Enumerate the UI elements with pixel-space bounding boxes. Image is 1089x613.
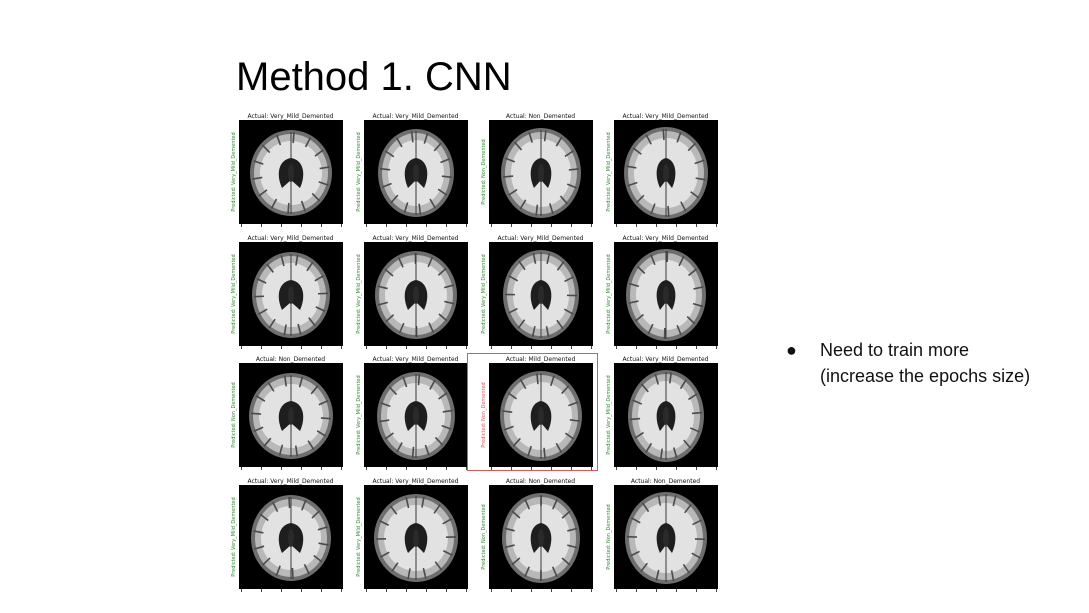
axis-ticks bbox=[364, 224, 468, 227]
brain-mri-image bbox=[489, 485, 593, 589]
brain-mri-image bbox=[364, 485, 468, 589]
axis-ticks bbox=[489, 589, 593, 592]
actual-label: Actual: Non_Demented bbox=[505, 478, 576, 485]
actual-label: Actual: Very_Mild_Demented bbox=[247, 113, 334, 120]
brain-mri-image bbox=[239, 242, 343, 346]
axis-ticks bbox=[239, 467, 343, 470]
actual-label: Actual: Very_Mild_Demented bbox=[372, 113, 459, 120]
axis-ticks bbox=[489, 224, 593, 227]
brain-mri-image bbox=[614, 485, 718, 589]
predicted-label: Predicted: Very_Mild_Demented bbox=[606, 375, 612, 455]
actual-label: Actual: Very_Mild_Demented bbox=[622, 235, 709, 242]
actual-label: Actual: Non_Demented bbox=[255, 356, 326, 363]
axis-ticks bbox=[364, 346, 468, 349]
brain-mri-image bbox=[239, 120, 343, 224]
predicted-label: Predicted: Very_Mild_Demented bbox=[356, 375, 362, 455]
brain-mri-image bbox=[364, 363, 468, 467]
predicted-label: Predicted: Very_Mild_Demented bbox=[231, 497, 237, 577]
actual-label: Actual: Very_Mild_Demented bbox=[497, 235, 584, 242]
predicted-label: Predicted: Non_Demented bbox=[481, 504, 487, 570]
actual-label: Actual: Very_Mild_Demented bbox=[372, 478, 459, 485]
brain-mri-image bbox=[364, 242, 468, 346]
predicted-label: Predicted: Non_Demented bbox=[231, 382, 237, 448]
predicted-label: Predicted: Non_Demented bbox=[606, 504, 612, 570]
predicted-label: Predicted: Very_Mild_Demented bbox=[231, 254, 237, 334]
predicted-label: Predicted: Very_Mild_Demented bbox=[356, 254, 362, 334]
bullet-line-2: (increase the epochs size) bbox=[820, 366, 1031, 386]
actual-label: Actual: Mild_Demented bbox=[505, 356, 576, 363]
actual-label: Actual: Very_Mild_Demented bbox=[247, 235, 334, 242]
predicted-label: Predicted: Non_Demented bbox=[481, 139, 487, 205]
predicted-label: Predicted: Very_Mild_Demented bbox=[231, 132, 237, 212]
brain-mri-image bbox=[239, 363, 343, 467]
axis-ticks bbox=[239, 589, 343, 592]
predicted-label: Predicted: Very_Mild_Demented bbox=[481, 254, 487, 334]
predicted-label: Predicted: Very_Mild_Demented bbox=[356, 132, 362, 212]
axis-ticks bbox=[489, 346, 593, 349]
predicted-label: Predicted: Very_Mild_Demented bbox=[356, 497, 362, 577]
brain-mri-image bbox=[614, 363, 718, 467]
axis-ticks bbox=[614, 346, 718, 349]
axis-ticks bbox=[614, 589, 718, 592]
bullet-line-1: Need to train more bbox=[820, 340, 970, 360]
brain-mri-image bbox=[364, 120, 468, 224]
slide-title: Method 1. CNN bbox=[236, 55, 512, 99]
misclassified-highlight-box bbox=[467, 353, 598, 471]
brain-mri-image bbox=[489, 120, 593, 224]
brain-mri-image bbox=[614, 242, 718, 346]
axis-ticks bbox=[614, 467, 718, 470]
actual-label: Actual: Very_Mild_Demented bbox=[372, 356, 459, 363]
brain-mri-image bbox=[489, 363, 593, 467]
actual-label: Actual: Very_Mild_Demented bbox=[622, 356, 709, 363]
actual-label: Actual: Very_Mild_Demented bbox=[372, 235, 459, 242]
actual-label: Actual: Very_Mild_Demented bbox=[622, 113, 709, 120]
axis-ticks bbox=[364, 589, 468, 592]
predicted-label: Predicted: Very_Mild_Demented bbox=[606, 132, 612, 212]
actual-label: Actual: Non_Demented bbox=[630, 478, 701, 485]
axis-ticks bbox=[489, 467, 593, 470]
axis-ticks bbox=[239, 224, 343, 227]
bullet-item: Need to train more (increase the epochs … bbox=[820, 337, 1030, 389]
axis-ticks bbox=[239, 346, 343, 349]
brain-mri-image bbox=[239, 485, 343, 589]
actual-label: Actual: Very_Mild_Demented bbox=[247, 478, 334, 485]
axis-ticks bbox=[364, 467, 468, 470]
predicted-label: Predicted: Very_Mild_Demented bbox=[606, 254, 612, 334]
bullet-icon: ● bbox=[786, 340, 797, 360]
brain-mri-image bbox=[614, 120, 718, 224]
actual-label: Actual: Non_Demented bbox=[505, 113, 576, 120]
axis-ticks bbox=[614, 224, 718, 227]
brain-mri-image bbox=[489, 242, 593, 346]
